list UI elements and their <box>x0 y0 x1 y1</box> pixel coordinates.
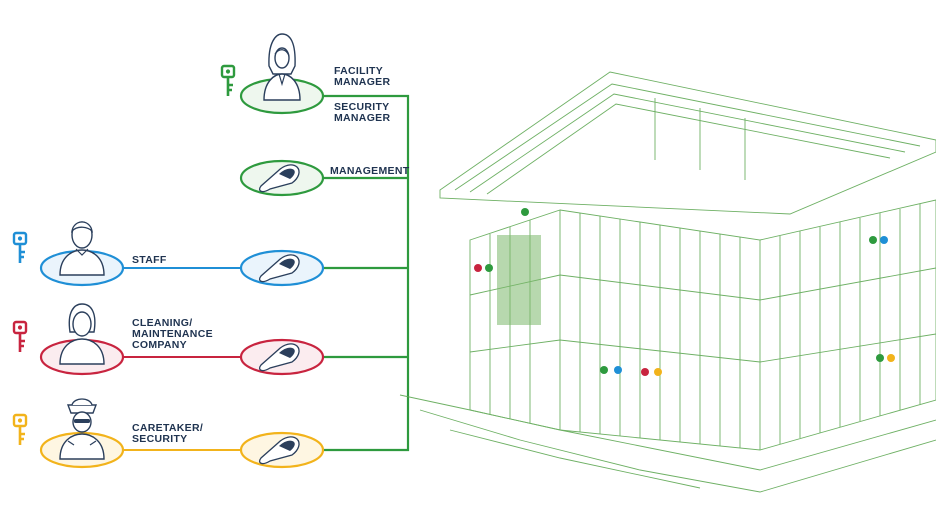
green-wall <box>497 235 541 325</box>
person-icon <box>59 221 105 276</box>
label-cleaning: CLEANING/ MAINTENANCE COMPANY <box>132 317 213 351</box>
person-icon <box>263 33 301 101</box>
access-dots <box>474 208 895 376</box>
trunk-line <box>322 94 410 452</box>
person-icon <box>59 398 105 460</box>
label-security-manager: SECURITY MANAGER <box>334 101 391 124</box>
label-staff: STAFF <box>132 254 167 266</box>
label-caretaker: CARETAKER/ SECURITY <box>132 422 204 445</box>
person-icon <box>59 303 105 365</box>
label-facility-manager: FACILITY MANAGER <box>334 65 391 88</box>
label-management: MANAGEMENT <box>330 165 410 177</box>
